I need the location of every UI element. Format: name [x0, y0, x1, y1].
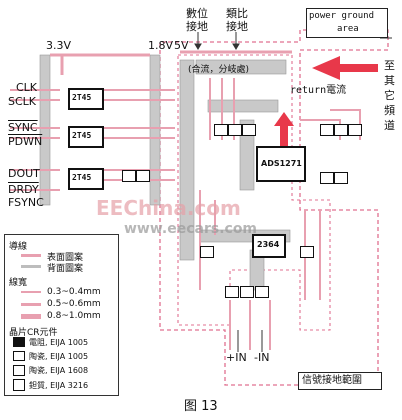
component-row-6b [136, 170, 150, 182]
legend-w2-swatch [21, 303, 41, 306]
component-row-3b [240, 286, 254, 298]
to-other-5: 道 [384, 119, 395, 132]
legend-tantalum-icon [13, 379, 25, 391]
chip-2364-label: 2364 [257, 240, 280, 249]
component-row-2b [334, 124, 348, 136]
legend-w3-label: 0.8~1.0mm [47, 311, 101, 321]
label-3v3: 3.3V [46, 39, 72, 52]
signal-clk: CLK [16, 81, 38, 94]
signal-drdy: DRDY [8, 183, 39, 196]
chip-ads1271-label: ADS1271 [261, 159, 302, 168]
ground-area-boundary [159, 29, 389, 386]
to-other-4: 頻 [384, 104, 395, 117]
watermark-url: www.eecars.com [124, 221, 258, 237]
legend-ceramic1-icon [13, 351, 25, 361]
label-5v: 5V [174, 39, 189, 52]
figure-caption: 图 13 [184, 399, 218, 414]
ground-markers [194, 30, 392, 50]
legend-ceramic2-icon [13, 365, 25, 376]
component-row-4b [334, 172, 348, 184]
signal-dout: DOUT [8, 167, 40, 180]
power-ground-area-line1: power ground [309, 11, 375, 21]
return-current-label: return電流 [290, 85, 347, 96]
chip-2364: 2364 [252, 234, 286, 258]
signal-fsync: FSYNC [8, 196, 44, 209]
legend-resistor-icon [13, 337, 25, 347]
merge-split-note: (合流，分岐處) [188, 65, 250, 75]
to-other-3: 它 [384, 89, 395, 102]
legend-w1-swatch [21, 291, 41, 293]
signal-pdwn: PDWN [8, 135, 43, 148]
component-row-3a [225, 286, 239, 298]
component-row-1c [242, 124, 256, 136]
input-plus: +IN [226, 351, 247, 364]
return-current-arrows [274, 56, 378, 150]
power-ground-area-box: power ground area [306, 8, 388, 38]
label-analog-ground-2: 接地 [226, 20, 248, 33]
legend-chip-title: 晶片CR元件 [9, 328, 58, 338]
component-row-6a [122, 170, 136, 182]
chip-2t45-3-label: 2T45 [72, 173, 92, 182]
label-analog-ground-1: 類比 [226, 7, 248, 20]
component-row-1a [214, 124, 228, 136]
legend-surface-label: 表面圖案 [47, 253, 84, 263]
legend-tantalum-label: 鉭質, EIJA 3216 [29, 381, 89, 390]
component-row-5a [200, 246, 214, 258]
legend-ceramic2-label: 陶瓷, EIJA 1608 [29, 366, 89, 375]
component-row-1b [228, 124, 242, 136]
component-row-2a [320, 124, 334, 136]
signal-sync: SYNC [8, 121, 38, 134]
legend-w3-swatch [21, 314, 41, 319]
signal-sclk: SCLK [8, 95, 37, 108]
to-other-1: 至 [384, 59, 395, 72]
power-ground-area-line2: area [337, 24, 359, 34]
legend-panel: 導線 表面圖案 背面圖案 線寬 0.3~0.4mm 0.5~0.6mm 0.8~… [4, 234, 119, 396]
legend-w2-label: 0.5~0.6mm [47, 299, 101, 309]
legend-ceramic1-label: 陶瓷, EIJA 1005 [29, 352, 89, 361]
input-lines [237, 330, 263, 352]
chip-2t45-2: 2T45 [68, 126, 104, 148]
component-row-3c [255, 286, 269, 298]
component-row-5b [300, 246, 314, 258]
surface-traces [10, 50, 361, 350]
component-row-4a [320, 172, 334, 184]
chip-2t45-1-label: 2T45 [72, 93, 92, 102]
legend-w1-label: 0.3~0.4mm [47, 287, 101, 297]
input-minus: -IN [254, 351, 270, 364]
to-other-2: 其 [384, 74, 395, 87]
signal-ground-range-label: 信號接地範圍 [302, 375, 362, 386]
chip-ads1271: ADS1271 [256, 146, 306, 182]
legend-traces-title: 導線 [9, 242, 28, 252]
legend-resistor-label: 電阻, EIJA 1005 [29, 338, 89, 347]
chip-2t45-3: 2T45 [68, 168, 104, 190]
label-1v8: 1.8V [148, 39, 174, 52]
component-row-2c [348, 124, 362, 136]
legend-back-swatch [21, 265, 41, 268]
legend-back-label: 背面圖案 [47, 264, 84, 274]
label-digital-ground-1: 數位 [186, 7, 208, 20]
watermark-logo: EEChina.com [96, 196, 241, 220]
chip-2t45-2-label: 2T45 [72, 131, 92, 140]
signal-ground-range-box: 信號接地範圍 [298, 372, 382, 390]
chip-2t45-1: 2T45 [68, 88, 104, 110]
label-digital-ground-2: 接地 [186, 20, 208, 33]
back-side-planes [39, 54, 291, 291]
legend-width-title: 線寬 [9, 278, 28, 288]
legend-surface-swatch [21, 254, 41, 257]
